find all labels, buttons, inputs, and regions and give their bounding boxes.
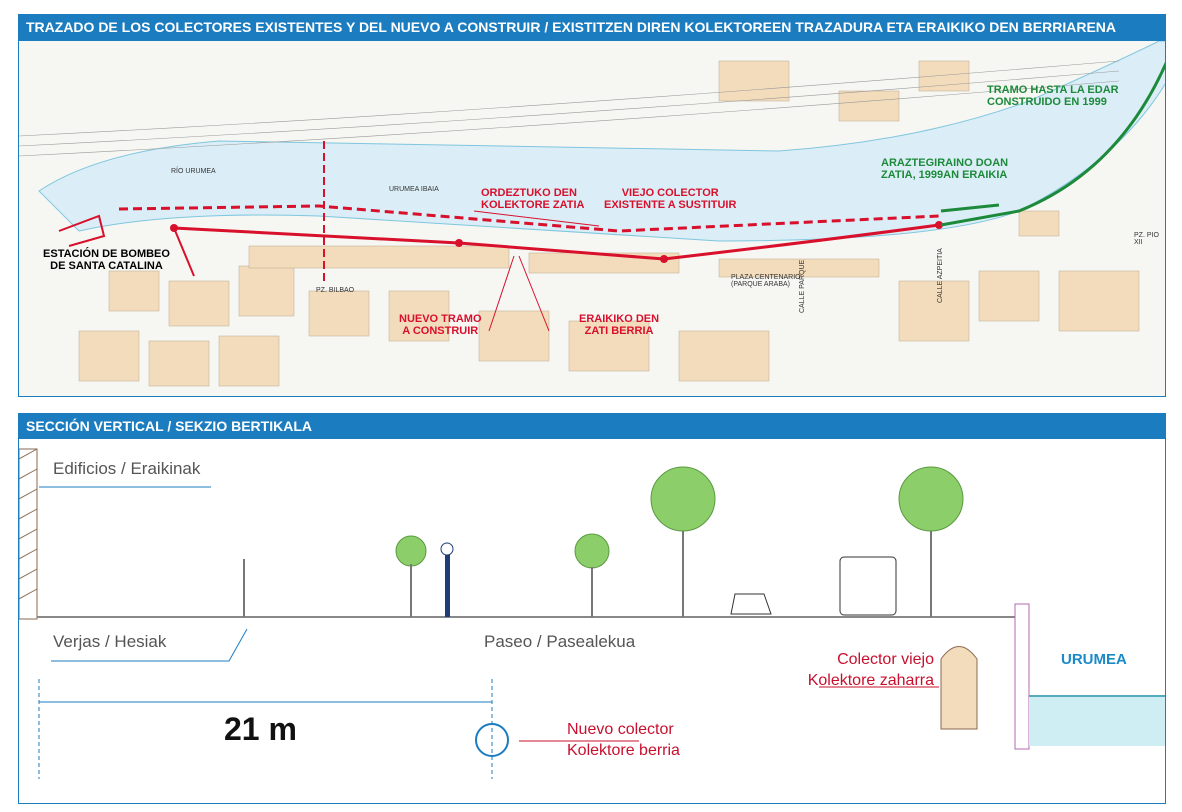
- label-viejo-2: EXISTENTE A SUSTITUIR: [604, 199, 737, 211]
- label-station-1: ESTACIÓN DE BOMBEO: [43, 248, 170, 260]
- label-nuevo-2: A CONSTRUIR: [402, 325, 479, 337]
- label-tramo-2: CONSTRUIDO EN 1999: [987, 96, 1107, 108]
- label-araz-1: ARAZTEGIRAINO DOAN: [881, 157, 1009, 169]
- label-tramo-1: TRAMO HASTA LA EDAR: [987, 84, 1119, 96]
- label-colector-viejo-2: Kolektore zaharra: [807, 672, 934, 689]
- label-urumea-ibaia: URUMEA IBAIA: [389, 186, 439, 193]
- distance-label: 21 m: [224, 711, 297, 747]
- label-araz-2: ZATIA, 1999AN ERAIKIA: [881, 169, 1008, 181]
- label-colector-viejo-1: Colector viejo: [837, 651, 934, 668]
- label-nuevo-colector-2: Kolektore berria: [567, 742, 680, 759]
- label-calle-azpeitia: CALLE AZPEITIA: [937, 248, 944, 303]
- label-eraikiko-1: ERAIKIKO DEN: [579, 313, 660, 325]
- label-paseo: Paseo / Pasealekua: [484, 632, 636, 651]
- label-urumea: URUMEA: [1061, 651, 1127, 668]
- label-rio-urumea: RÍO URUMEA: [171, 168, 216, 175]
- label-eraikiko-2: ZATI BERRIA: [584, 325, 654, 337]
- label-plaza-2: (PARQUE ARABA): [731, 281, 790, 288]
- label-plaza-1: PLAZA CENTENARIO: [731, 274, 801, 281]
- label-ordeztuko-1: ORDEZTUKO DEN: [481, 187, 577, 199]
- map-drawing: [19, 41, 1165, 387]
- label-nuevo-colector-1: Nuevo colector: [567, 721, 674, 738]
- map-title: TRAZADO DE LOS COLECTORES EXISTENTES Y D…: [18, 14, 1166, 40]
- label-nuevo-1: NUEVO TRAMO: [399, 313, 482, 325]
- label-edificios: Edificios / Eraikinak: [53, 459, 201, 478]
- label-pz-pio: PZ. PIO XII: [1134, 232, 1159, 246]
- label-verjas: Verjas / Hesiak: [53, 632, 167, 651]
- map-panel: RÍO URUMEA URUMEA IBAIA ESTACIÓN DE BOMB…: [18, 40, 1166, 397]
- section-title: SECCIÓN VERTICAL / SEKZIO BERTIKALA: [18, 413, 1166, 439]
- label-ordeztuko-2: KOLEKTORE ZATIA: [481, 199, 585, 211]
- label-station-2: DE SANTA CATALINA: [50, 260, 163, 272]
- label-viejo-1: VIEJO COLECTOR: [621, 187, 719, 199]
- section-drawing: [19, 448, 1165, 779]
- section-panel: Edificios / Eraikinak Verjas / Hesiak Pa…: [18, 438, 1166, 804]
- label-pz-bilbao: PZ. BILBAO: [316, 287, 355, 294]
- label-calle-parque: CALLE PARQUE: [799, 259, 806, 313]
